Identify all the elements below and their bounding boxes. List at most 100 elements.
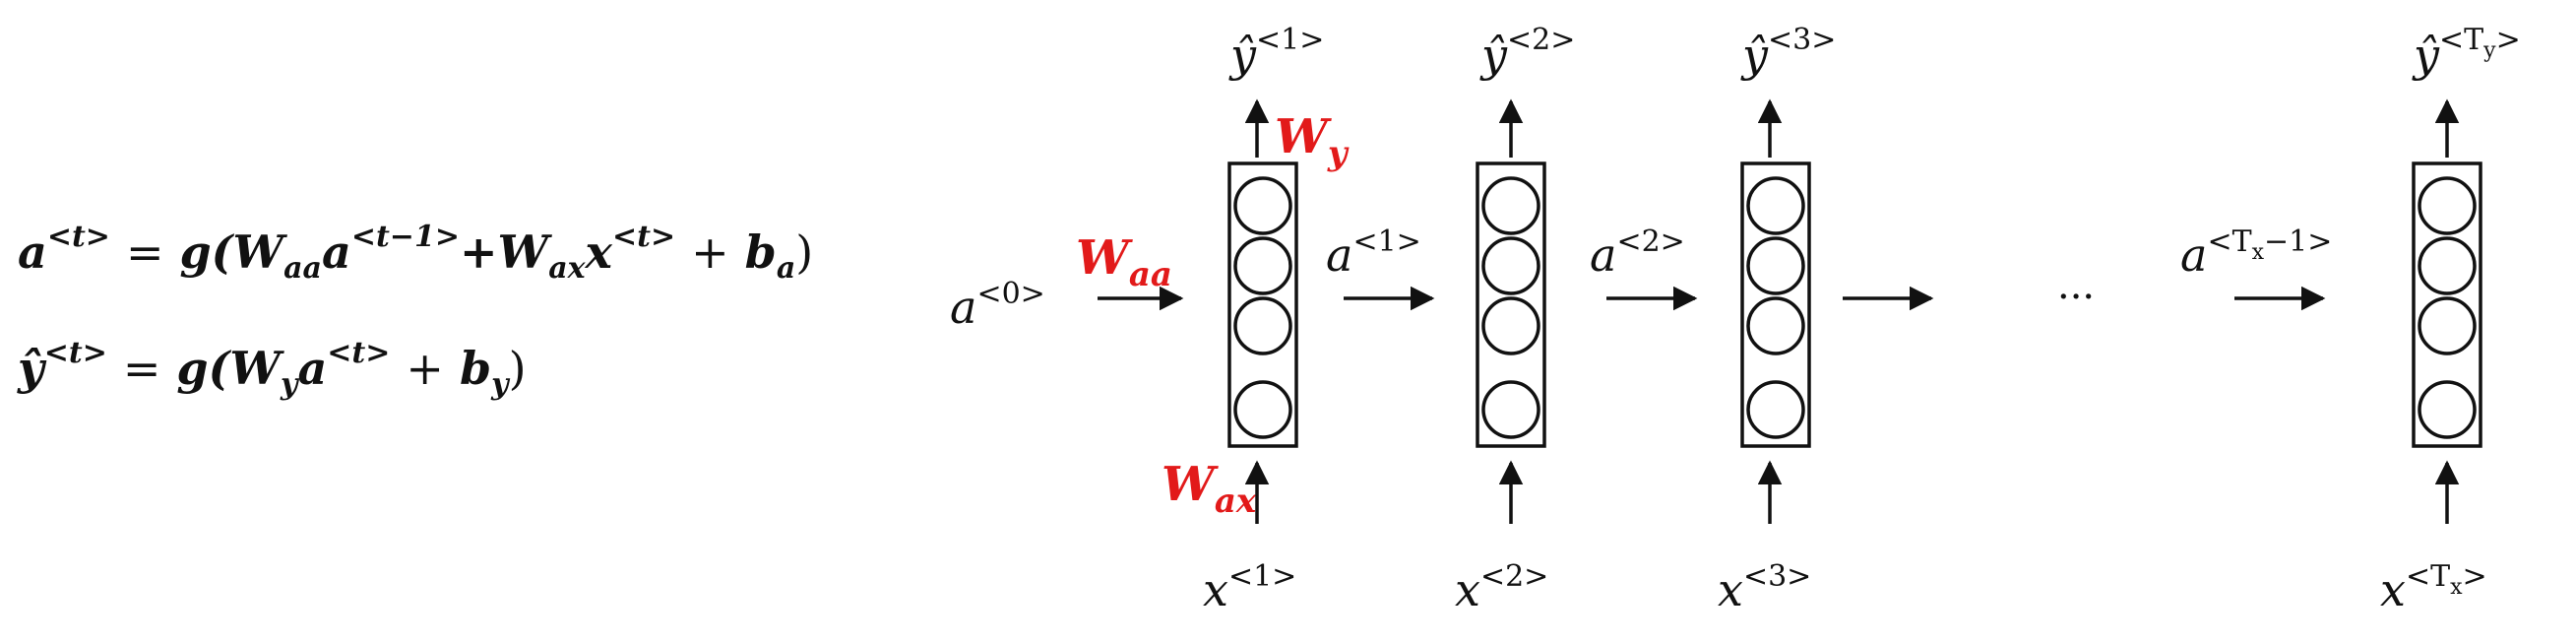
rnn-cell-1: ŷ<1> x<1> a<1> bbox=[1203, 23, 1435, 616]
cell-box bbox=[1227, 161, 1298, 448]
neuron-unit bbox=[2418, 296, 2477, 355]
weight-wy-base: W bbox=[1275, 109, 1332, 164]
output-base: ŷ bbox=[1228, 29, 1257, 82]
sequence-ellipsis: ··· bbox=[2057, 275, 2095, 320]
input-sup: <3> bbox=[1743, 559, 1811, 594]
neuron-unit bbox=[1746, 380, 1805, 439]
state-label-1: a<1> bbox=[1326, 225, 1421, 282]
output-sup-sub: y bbox=[2482, 38, 2496, 63]
neuron-unit bbox=[1746, 236, 1805, 295]
input-label-last: x<Tx> bbox=[2380, 559, 2487, 616]
input-base: x bbox=[1203, 563, 1228, 616]
state-base: a bbox=[1590, 228, 1616, 282]
weight-wy-sub: y bbox=[1327, 134, 1350, 173]
eq-a-wax: W bbox=[498, 225, 553, 279]
eq-a-b-sub: a bbox=[777, 251, 795, 286]
eq-a-plus2: + bbox=[691, 225, 729, 279]
rnn-cell-3: ŷ<3> x<3> bbox=[1718, 23, 1934, 616]
neuron-unit bbox=[1481, 380, 1540, 439]
neuron-unit bbox=[2418, 380, 2477, 439]
output-sup: <2> bbox=[1507, 23, 1575, 57]
output-base: ŷ bbox=[2412, 29, 2440, 82]
state-label-2: a<2> bbox=[1590, 225, 1685, 282]
weight-wax-sub: ax bbox=[1215, 482, 1257, 521]
output-label-1: ŷ<1> bbox=[1228, 23, 1324, 82]
rnn-cell-2: ŷ<2> x<2> a<2> bbox=[1455, 23, 1698, 616]
eq-a-lhs: a bbox=[18, 225, 47, 279]
eq-y-lhs-sup: <t> bbox=[44, 336, 107, 370]
eq-y-b: b bbox=[460, 342, 491, 395]
rnn-cell-last: ŷ<Ty> x<Tx> bbox=[2380, 23, 2521, 616]
state-sup: <2> bbox=[1616, 225, 1684, 259]
weight-waa-label: Waa bbox=[1076, 230, 1172, 294]
eq-a-x: x bbox=[585, 225, 613, 279]
weight-wax-base: W bbox=[1162, 457, 1219, 512]
input-sup-end: > bbox=[2463, 559, 2487, 594]
input-base: x bbox=[2380, 563, 2406, 616]
weight-waa-base: W bbox=[1076, 230, 1133, 286]
eq-a-waa: W bbox=[232, 225, 287, 279]
eq-y-lhs: ŷ bbox=[17, 342, 47, 395]
eq-y-a: a bbox=[297, 342, 327, 395]
eq-y-wy: W bbox=[229, 342, 284, 395]
cell-box bbox=[1740, 161, 1811, 448]
neuron-unit bbox=[1481, 176, 1540, 235]
eq-y-g: g( bbox=[176, 342, 231, 395]
neuron-unit bbox=[1233, 176, 1292, 235]
eq-y-close: ) bbox=[509, 342, 527, 395]
weight-waa-sub: aa bbox=[1129, 255, 1172, 294]
weight-wy-label: Wy bbox=[1275, 109, 1350, 173]
eq-a-aprev: a bbox=[322, 225, 351, 279]
eq-y-plus: + bbox=[406, 342, 444, 395]
eq-a-equals: = bbox=[126, 225, 164, 279]
output-sup: <3> bbox=[1768, 23, 1836, 57]
weight-wax-label: Wax bbox=[1162, 457, 1257, 521]
neuron-unit bbox=[1233, 380, 1292, 439]
neuron-unit bbox=[1233, 236, 1292, 295]
state-sup: <1> bbox=[1352, 225, 1420, 259]
equation-hidden-state: a<t>=g(Waaa<t−1>+Waxx<t>+ba) bbox=[18, 220, 813, 286]
eq-y-equals: = bbox=[123, 342, 161, 395]
eq-a-close: ) bbox=[795, 225, 813, 279]
input-base: x bbox=[1718, 563, 1743, 616]
svg-text:ŷ<t>=g(Wya<t>+by): ŷ<t>=g(Wya<t>+by) bbox=[17, 336, 527, 402]
eq-a-g: g( bbox=[180, 225, 235, 279]
state-base: a bbox=[1326, 228, 1352, 282]
last-state-sup-sub: x bbox=[2252, 240, 2265, 265]
output-sup: <1> bbox=[1256, 23, 1324, 57]
output-base: ŷ bbox=[1479, 29, 1508, 82]
neuron-unit bbox=[1746, 176, 1805, 235]
input-label-3: x<3> bbox=[1718, 559, 1811, 616]
cell-box bbox=[2412, 161, 2482, 448]
output-label-2: ŷ<2> bbox=[1479, 23, 1575, 82]
svg-text:a<t>=g(Waaa<t−1>+Waxx<t>+ba): a<t>=g(Waaa<t−1>+Waxx<t>+ba) bbox=[18, 220, 813, 286]
neuron-unit bbox=[1233, 296, 1292, 355]
output-sup: <T bbox=[2439, 23, 2483, 57]
eq-a-plus1: + bbox=[460, 225, 498, 279]
output-sup-end: > bbox=[2496, 23, 2521, 57]
last-state-sup-end: −1> bbox=[2264, 225, 2332, 259]
eq-a-wax-sub: ax bbox=[548, 251, 586, 286]
initial-state-base: a bbox=[950, 281, 976, 334]
output-label-last: ŷ<Ty> bbox=[2412, 23, 2521, 82]
last-state-label: a<Tx−1> bbox=[2180, 225, 2332, 282]
input-label-2: x<2> bbox=[1455, 559, 1548, 616]
eq-y-a-sup: <t> bbox=[327, 336, 390, 370]
initial-state-label: a<0> bbox=[950, 277, 1045, 334]
eq-a-lhs-sup: <t> bbox=[47, 220, 110, 254]
neuron-unit bbox=[1746, 296, 1805, 355]
eq-a-aprev-sup: <t−1> bbox=[351, 220, 460, 254]
output-label-3: ŷ<3> bbox=[1740, 23, 1836, 82]
eq-a-x-sup: <t> bbox=[612, 220, 675, 254]
last-state-sup: <T bbox=[2207, 225, 2251, 259]
input-sup: <T bbox=[2406, 559, 2450, 594]
output-base: ŷ bbox=[1740, 29, 1769, 82]
neuron-unit bbox=[1481, 236, 1540, 295]
input-sup: <2> bbox=[1480, 559, 1548, 594]
input-sup-sub: x bbox=[2450, 575, 2463, 600]
input-sup: <1> bbox=[1228, 559, 1296, 594]
eq-y-b-sub: y bbox=[490, 367, 511, 402]
neuron-unit bbox=[2418, 176, 2477, 235]
neuron-unit bbox=[2418, 236, 2477, 295]
